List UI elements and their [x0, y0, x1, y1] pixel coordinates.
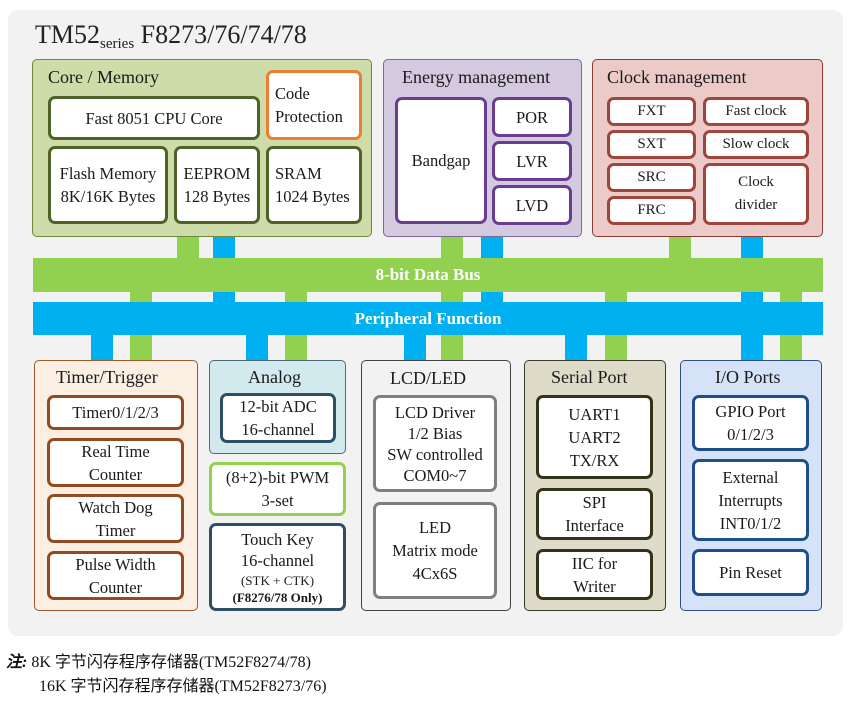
group-serial-label: Serial Port	[551, 367, 628, 387]
group-analog-label: Analog	[248, 367, 301, 387]
peripheral-bus: Peripheral Function	[33, 302, 823, 335]
touch-key-box: Touch Key 16-channel (STK + CTK) (F8276/…	[209, 523, 346, 611]
connector-analog-periph	[246, 330, 268, 360]
group-clock-label: Clock management	[607, 67, 747, 87]
code-protection-box: Code Protection	[266, 70, 362, 140]
connector-energy-data	[441, 237, 463, 261]
note-label: 注:	[6, 654, 28, 671]
bandgap-box: Bandgap	[395, 97, 487, 224]
timer-box: Timer0/1/2/3	[47, 395, 184, 430]
led-matrix-box: LED Matrix mode 4Cx6S	[373, 502, 497, 599]
connector-core-data	[177, 237, 199, 261]
group-io-label: I/O Ports	[715, 367, 781, 387]
sxt-box: SXT	[607, 130, 696, 159]
adc-box: 12-bit ADC 16-channel	[220, 393, 336, 443]
flash-memory-box: Flash Memory 8K/16K Bytes	[48, 146, 168, 224]
group-timer-label: Timer/Trigger	[56, 367, 158, 387]
uart-box: UART1 UART2 TX/RX	[536, 395, 653, 479]
note-text-2: 16K 字节闪存程序存储器(TM52F8273/76)	[39, 678, 327, 695]
title-prefix: TM52	[35, 20, 100, 49]
src-box: SRC	[607, 163, 696, 192]
frc-box: FRC	[607, 196, 696, 225]
note-line-1: 注: 8K 字节闪存程序存储器(TM52F8274/78)	[6, 648, 311, 672]
data-bus: 8-bit Data Bus	[33, 258, 823, 292]
group-energy-label: Energy management	[402, 67, 551, 87]
note-line-2: 16K 字节闪存程序存储器(TM52F8273/76)	[39, 672, 327, 696]
watch-dog-timer-box: Watch Dog Timer	[47, 494, 184, 543]
group-lcd-label: LCD/LED	[390, 368, 466, 388]
title-sub: series	[100, 36, 135, 52]
iic-writer-box: IIC for Writer	[536, 549, 653, 600]
sram-box: SRAM 1024 Bytes	[266, 146, 362, 224]
fast-clock-box: Fast clock	[703, 97, 809, 126]
connector-io-periph	[741, 330, 763, 360]
real-time-counter-box: Real Time Counter	[47, 438, 184, 487]
connector-clock-data	[669, 237, 691, 261]
title-models: F8273/76/74/78	[140, 20, 307, 49]
slow-clock-box: Slow clock	[703, 130, 809, 159]
note-text-1: 8K 字节闪存程序存储器(TM52F8274/78)	[31, 654, 311, 671]
touch-key-title: Touch Key 16-channel	[240, 529, 315, 570]
connector-serial-periph	[565, 330, 587, 360]
spi-interface-box: SPI Interface	[536, 488, 653, 540]
touch-key-models: (F8276/78 Only)	[232, 589, 323, 605]
data-bus-label: 8-bit Data Bus	[375, 265, 481, 284]
external-interrupts-box: External Interrupts INT0/1/2	[692, 459, 809, 541]
lvr-box: LVR	[492, 141, 572, 181]
cpu-core-box: Fast 8051 CPU Core	[48, 96, 260, 140]
lcd-driver-box: LCD Driver 1/2 Bias SW controlled COM0~7	[373, 395, 497, 492]
eeprom-box: EEPROM 128 Bytes	[174, 146, 260, 224]
pin-reset-box: Pin Reset	[692, 549, 809, 596]
lvd-box: LVD	[492, 185, 572, 225]
peripheral-bus-label: Peripheral Function	[354, 308, 502, 328]
diagram-title: TM52series F8273/76/74/78	[35, 20, 307, 53]
touch-key-types: (STK + CTK)	[240, 572, 315, 588]
pulse-width-counter-box: Pulse Width Counter	[47, 551, 184, 600]
gpio-port-box: GPIO Port 0/1/2/3	[692, 395, 809, 451]
group-core-label: Core / Memory	[48, 67, 159, 87]
por-box: POR	[492, 97, 572, 137]
connector-timer-periph	[91, 330, 113, 360]
pwm-box: (8+2)-bit PWM 3-set	[209, 462, 346, 516]
connector-lcd-periph	[404, 330, 426, 360]
clock-divider-box: Clock divider	[703, 163, 809, 225]
fxt-box: FXT	[607, 97, 696, 126]
